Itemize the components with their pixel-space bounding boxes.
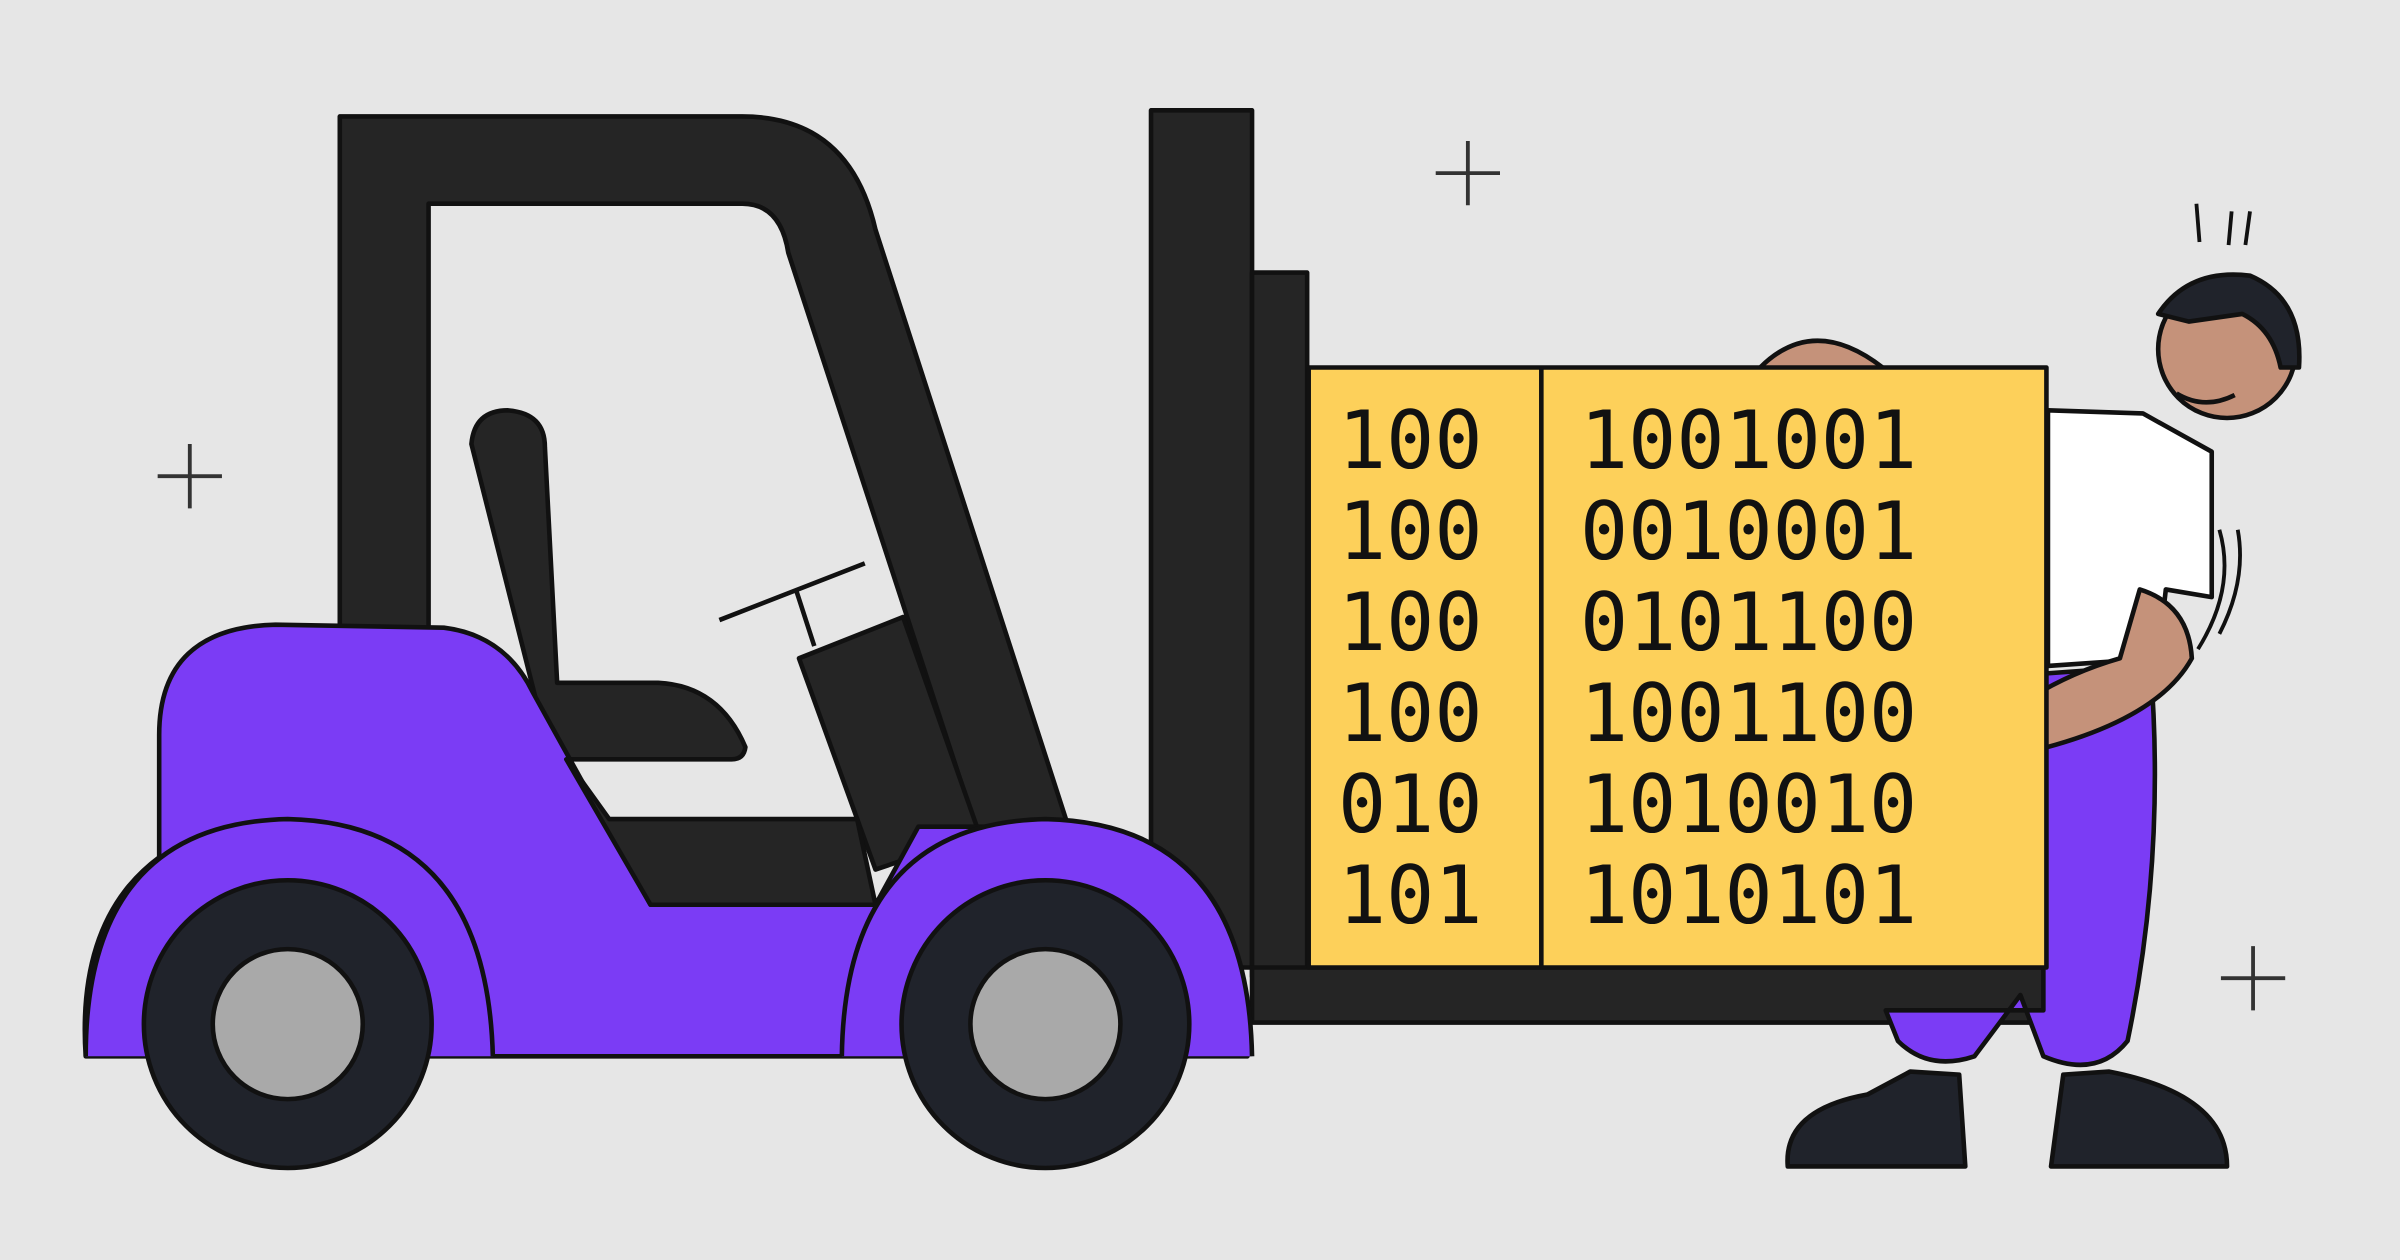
- binary-row: 0010001: [1580, 485, 1918, 578]
- binary-row: 1010010: [1580, 758, 1918, 851]
- binary-row: 1001001: [1580, 394, 1918, 487]
- sparkle-icon: [157, 140, 2286, 1011]
- binary-row: 100: [1338, 485, 1483, 578]
- binary-row: 100: [1338, 576, 1483, 669]
- binary-row: 0101100: [1580, 576, 1918, 669]
- binary-row: 1010101: [1580, 849, 1918, 942]
- binary-row: 100: [1338, 667, 1483, 760]
- binary-row: 1001100: [1580, 667, 1918, 760]
- binary-row: 101: [1338, 849, 1483, 942]
- binary-row: 010: [1338, 758, 1483, 851]
- binary-row: 100: [1338, 394, 1483, 487]
